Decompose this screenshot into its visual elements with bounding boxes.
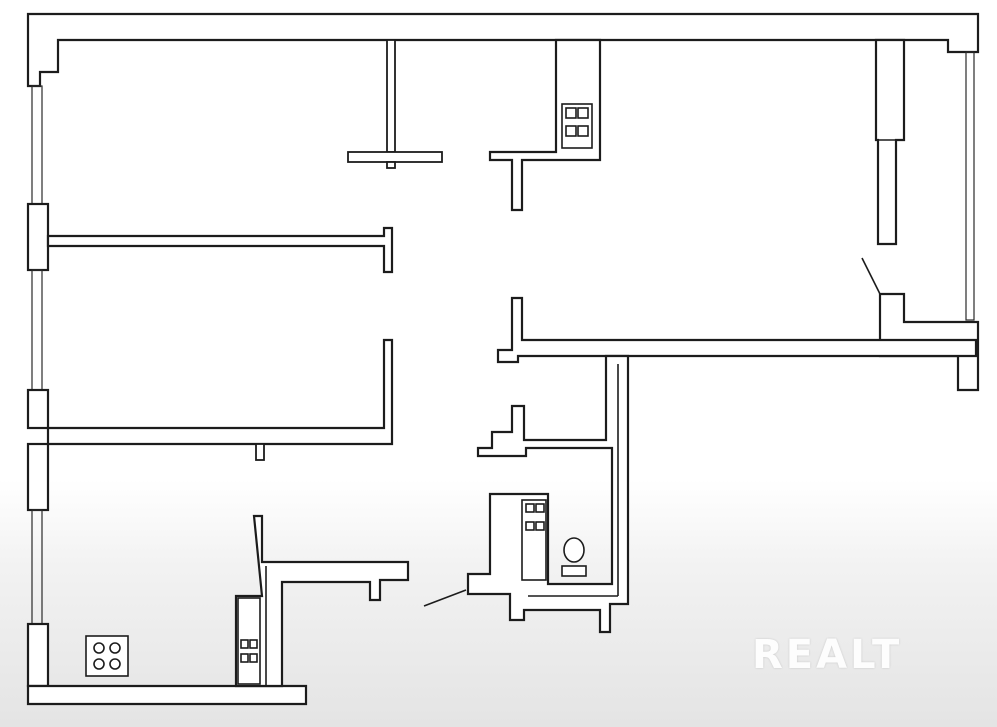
bath-cell-4 xyxy=(535,521,545,531)
kitchen-cell-4 xyxy=(249,653,258,663)
counter-top-cell-1 xyxy=(565,107,577,119)
bath-cell-1 xyxy=(525,503,535,513)
stove-burner-1 xyxy=(93,642,105,654)
kitchen-cell-3 xyxy=(240,653,249,663)
bath-cell-3 xyxy=(525,521,535,531)
stove-burner-2 xyxy=(109,642,121,654)
stove-burner-3 xyxy=(93,658,105,670)
stove-burner-4 xyxy=(109,658,121,670)
partition-t-horizontal xyxy=(347,151,443,163)
window-right xyxy=(965,51,975,321)
kitchen-cell-2 xyxy=(249,639,258,649)
partition-long-horizontal xyxy=(496,296,978,364)
window-left-2 xyxy=(31,269,43,391)
bath-cell-2 xyxy=(535,503,545,513)
balcony-door-leaf xyxy=(861,257,881,295)
outer-wall-bottom xyxy=(26,684,308,706)
partition-bedroom-upper xyxy=(46,226,394,274)
partition-middle-stub xyxy=(255,443,265,461)
bath-cabinet xyxy=(521,499,547,581)
outer-wall-left-pier-4 xyxy=(26,622,50,688)
realt-watermark: REALT xyxy=(752,632,903,678)
partition-t-bottom xyxy=(386,161,396,169)
window-left-1 xyxy=(31,85,43,205)
kitchen-cell-1 xyxy=(240,639,249,649)
bath-pointer-line xyxy=(423,589,467,607)
outer-wall-left-pier-3 xyxy=(26,442,50,512)
outer-wall-left-pier-2 xyxy=(26,388,50,430)
outer-wall-top xyxy=(26,12,980,88)
stove-icon xyxy=(85,635,129,677)
counter-top-cell-2 xyxy=(577,107,589,119)
counter-top-cell-4 xyxy=(577,125,589,137)
toilet-icon xyxy=(563,537,585,563)
partition-bathroom xyxy=(466,354,630,634)
partition-kitchen-top xyxy=(488,38,602,212)
counter-top-cell-3 xyxy=(565,125,577,137)
outer-wall-left-pier-1 xyxy=(26,202,50,272)
partition-kitchen-bottom xyxy=(234,514,410,688)
window-left-3 xyxy=(31,509,43,625)
partition-t-vertical xyxy=(386,39,396,153)
toilet-tank-icon xyxy=(561,565,587,577)
partition-right-closet xyxy=(874,38,906,246)
partition-bedroom-middle xyxy=(46,338,394,446)
